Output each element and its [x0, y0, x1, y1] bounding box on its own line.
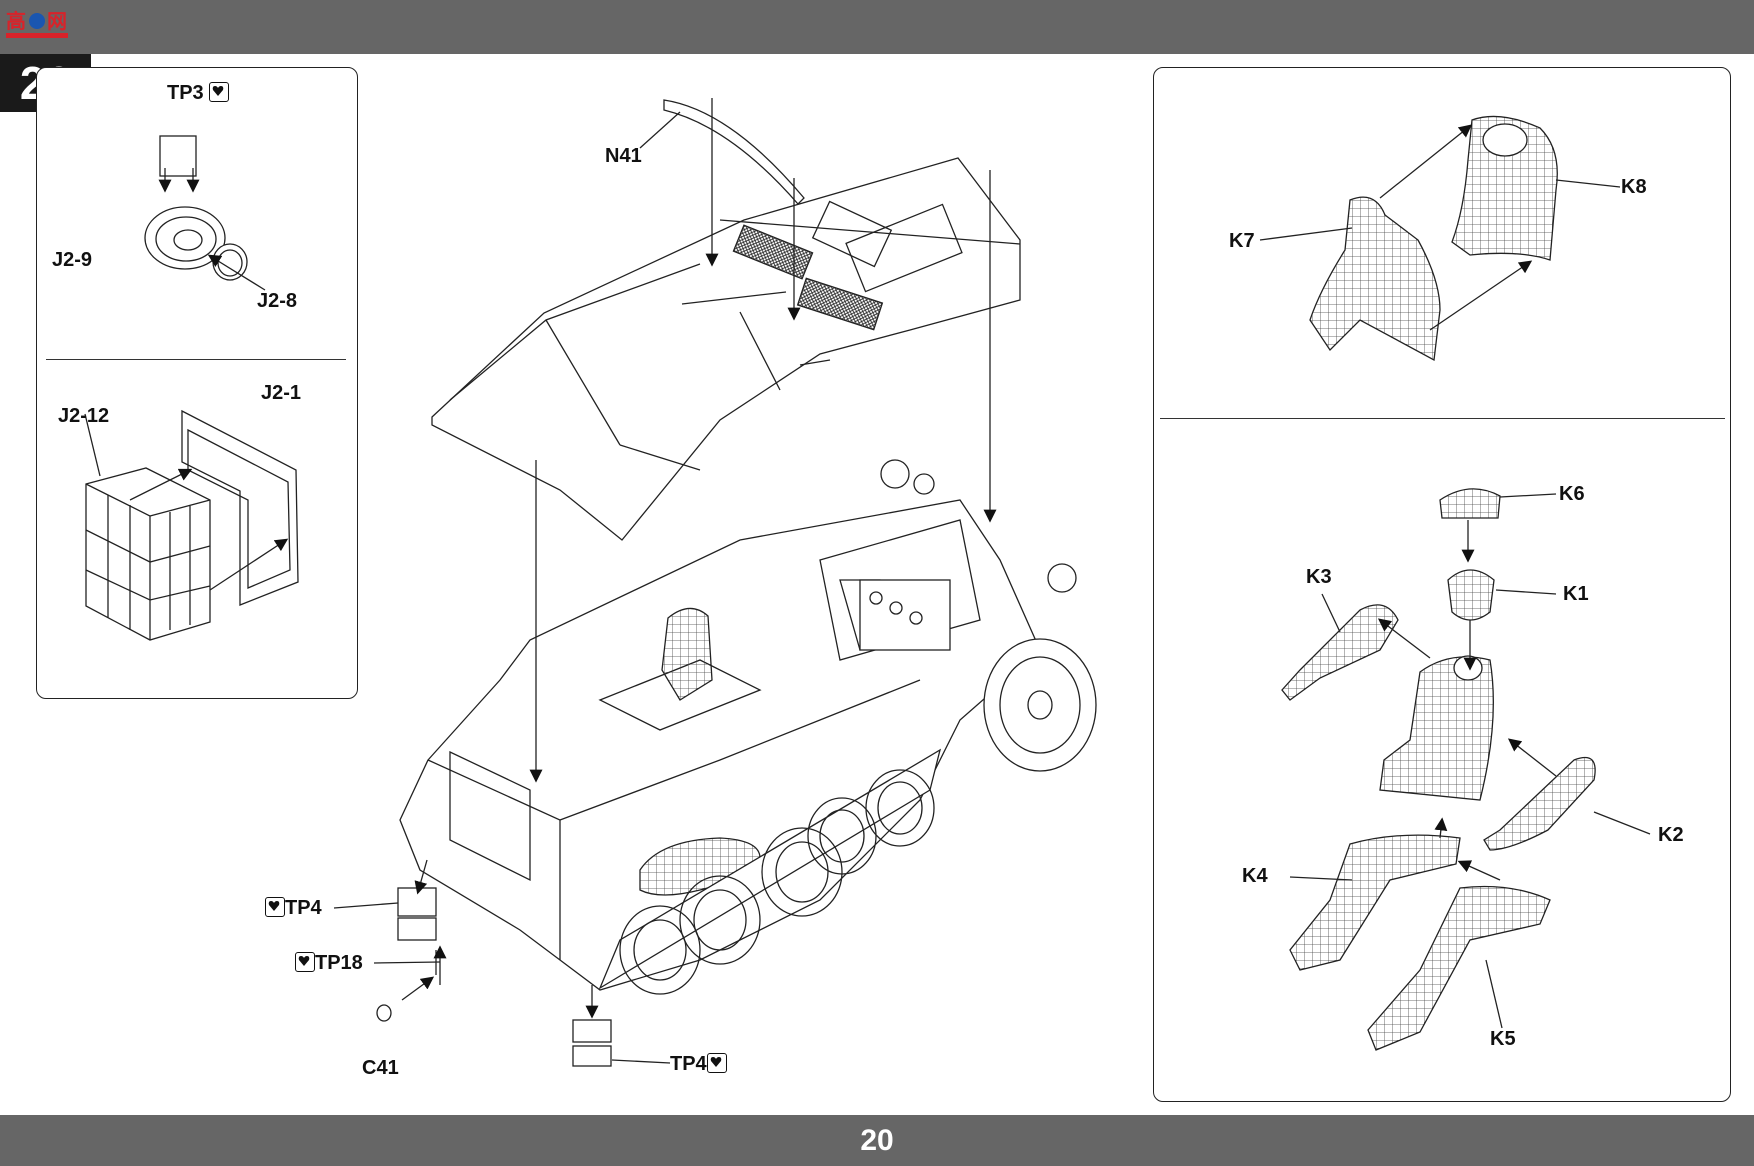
callout-tp3: TP3	[167, 82, 230, 104]
site-logo: 高 网	[6, 9, 68, 38]
standing-figure-drawing	[1281, 488, 1651, 1051]
callout-tp18: TP18	[295, 952, 363, 974]
callout-j2-9: J2-9	[52, 249, 93, 271]
glue-icon	[265, 897, 285, 917]
callout-j2-8: J2-8	[257, 290, 298, 312]
bottom-bar	[0, 1115, 1754, 1166]
callout-j2-12: J2-12	[58, 405, 110, 427]
callout-k6: K6	[1559, 483, 1585, 505]
callout-tp4-left: TP4	[265, 897, 322, 919]
left-panel-divider	[46, 359, 346, 360]
glue-icon	[295, 952, 315, 972]
callout-k8: K8	[1621, 176, 1647, 198]
callout-n41: N41	[605, 145, 642, 167]
tire-part-drawing	[144, 135, 266, 291]
top-bar	[0, 0, 1754, 54]
svg-text:网: 网	[47, 9, 67, 33]
right-panel-divider	[1160, 418, 1725, 419]
halftrack-vehicle-drawing	[333, 98, 1097, 1067]
svg-text:高: 高	[6, 9, 26, 33]
glue-icon	[706, 1053, 727, 1073]
callout-k2: K2	[1658, 824, 1684, 846]
callout-k7: K7	[1229, 230, 1255, 252]
glue-icon	[209, 82, 230, 102]
callout-k5: K5	[1490, 1028, 1516, 1050]
seated-figure-drawing	[1259, 115, 1621, 362]
callout-k4: K4	[1242, 865, 1268, 887]
callout-k3: K3	[1306, 566, 1332, 588]
callout-k1: K1	[1563, 583, 1589, 605]
callout-c41: C41	[362, 1057, 399, 1079]
callout-tp4-right: TP4	[670, 1053, 727, 1075]
box-part-drawing	[84, 409, 299, 641]
callout-j2-1: J2-1	[261, 382, 302, 404]
page-number: 20	[860, 1124, 894, 1157]
